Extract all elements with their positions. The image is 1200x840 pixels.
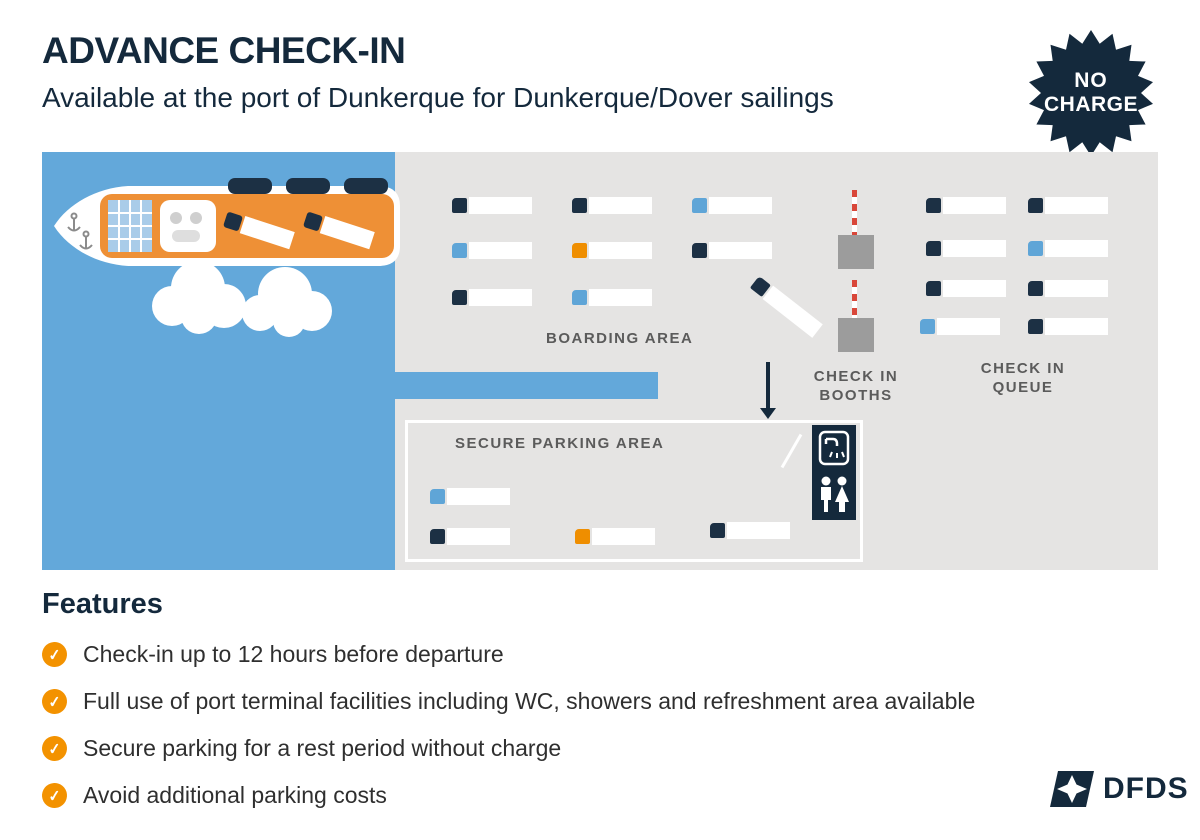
truck-icon [572,242,652,259]
truck-icon [1028,197,1108,214]
truck-icon [1028,318,1108,335]
check-in-booths-label-line2: BOOTHS [819,386,893,404]
truck-icon [572,197,652,214]
check-in-booth [838,318,874,352]
truck-icon [430,528,510,545]
check-icon: ✓ [40,687,69,716]
secure-parking-label: SECURE PARKING AREA [455,435,665,452]
truck-icon [926,197,1006,214]
dfds-logo: DFDS [1050,770,1189,808]
shower-icon [818,430,850,466]
wake-clouds [152,261,332,337]
barrier-icon [852,280,857,318]
badge-line-2: CHARGE [1043,93,1138,116]
secure-parking-area [405,420,863,562]
list-item: ✓ Secure parking for a rest period witho… [40,734,1162,763]
no-charge-badge-text: NO CHARGE [1028,30,1154,156]
feature-text: Full use of port terminal facilities inc… [83,688,976,714]
list-item: ✓ Check-in up to 12 hours before departu… [40,640,1162,669]
anchor-icon [67,212,93,250]
badge-line-1: NO [1074,68,1108,92]
port-diagram: BOARDING AREA CHECK IN BOOTHS CHECK IN Q… [42,152,1158,570]
truck-icon [920,318,1000,335]
barrier-icon [852,190,857,235]
check-icon: ✓ [40,781,69,810]
dfds-logo-icon [1050,771,1094,807]
truck-icon [452,289,532,306]
truck-icon [1028,240,1108,257]
check-icon: ✓ [40,734,69,763]
wc-icon [821,476,849,512]
truck-icon [572,289,652,306]
boarding-area-label: BOARDING AREA [546,330,694,347]
truck-icon [926,280,1006,297]
truck-icon [1028,280,1108,297]
check-in-booths-label-line1: CHECK IN [813,368,899,385]
feature-text: Check-in up to 12 hours before departure [83,641,504,667]
starburst-icon [1029,30,1153,156]
truck-icon [430,488,510,505]
check-in-booths-label: CHECK IN BOOTHS [795,368,917,406]
list-item: ✓ Full use of port terminal facilities i… [40,687,1162,716]
dfds-wordmark: DFDS [1103,772,1189,805]
feature-text: Avoid additional parking costs [83,782,387,808]
features-heading: Features [42,588,163,620]
truck-icon [692,197,772,214]
page-subtitle: Available at the port of Dunkerque for D… [42,82,834,113]
list-item: ✓ Avoid additional parking costs [40,781,1162,810]
features-list: ✓ Check-in up to 12 hours before departu… [40,640,1162,810]
truck-icon [692,242,772,259]
features-section: Features ✓ Check-in up to 12 hours befor… [40,588,1162,829]
truck-icon [452,242,532,259]
facilities-building-icon [812,425,856,520]
check-in-queue-label: CHECK IN QUEUE [962,360,1084,398]
truck-icon [452,197,532,214]
to-parking-arrow-icon [760,362,776,419]
truck-icon [926,240,1006,257]
check-icon: ✓ [40,640,69,669]
check-in-booth [838,235,874,269]
check-in-queue-label-line2: QUEUE [992,378,1054,396]
waterway-strip [395,372,658,399]
truck-icon [575,528,655,545]
port-terminal-area [395,152,1158,570]
no-charge-badge: NO CHARGE [1028,30,1154,156]
ferry-ship-icon [54,178,400,337]
check-in-queue-label-line1: CHECK IN [980,360,1066,377]
page-title: ADVANCE CHECK-IN [42,30,406,71]
feature-text: Secure parking for a rest period without… [83,735,562,761]
truck-icon [710,522,790,539]
